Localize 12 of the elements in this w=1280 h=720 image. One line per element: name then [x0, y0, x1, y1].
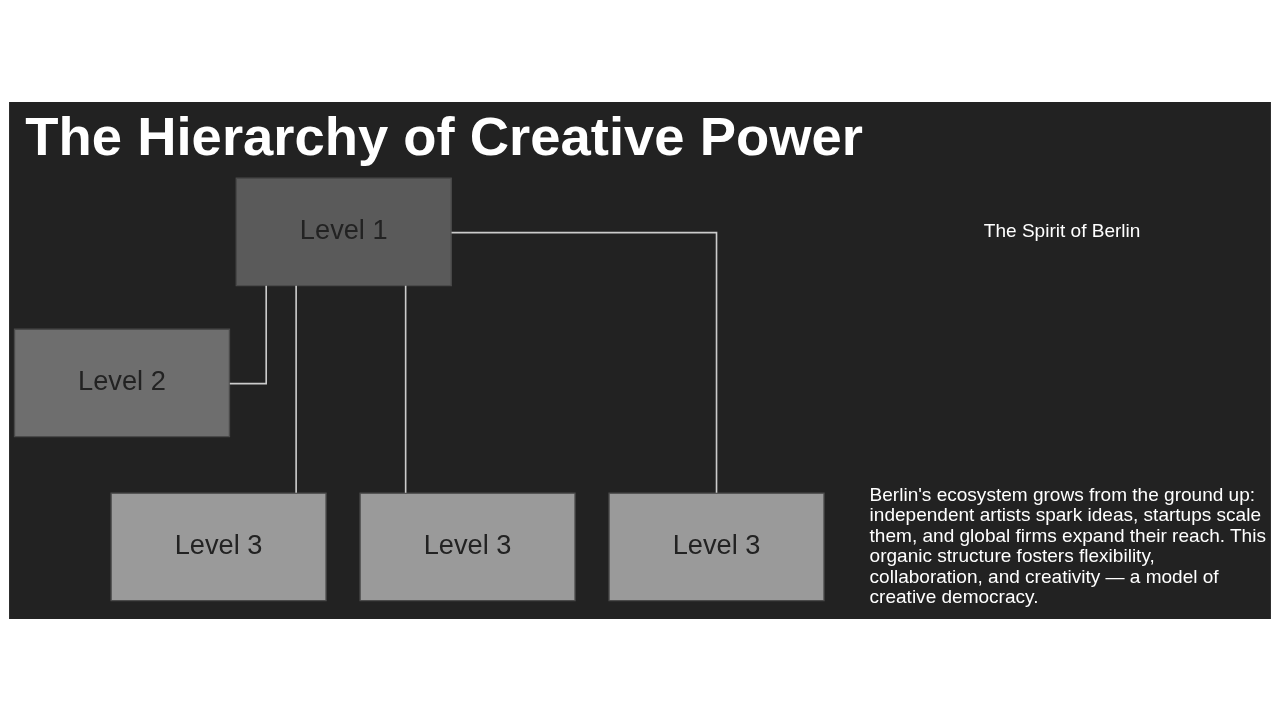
- connector: [229, 284, 267, 384]
- node-box: Level 2: [13, 328, 231, 437]
- node-box: Level 3: [110, 491, 327, 601]
- node-box: Level 1: [235, 177, 452, 286]
- label: Berlin's ecosystem grows from the ground up: independent artists spark ideas, startups scale them, and global firms expand their reach. This organic structure fosters flexibility, collaboration, and creativity — a model of creative democracy.: [869, 483, 1266, 607]
- connector: [450, 231, 718, 494]
- connector: [295, 284, 297, 494]
- connector: [404, 284, 407, 494]
- diagram-title: The Hierarchy of Creative Power: [25, 105, 863, 167]
- label: The Spirit of Berlin: [983, 219, 1141, 241]
- node-box: Level 3: [359, 491, 576, 601]
- node-box: Level 3: [608, 491, 825, 601]
